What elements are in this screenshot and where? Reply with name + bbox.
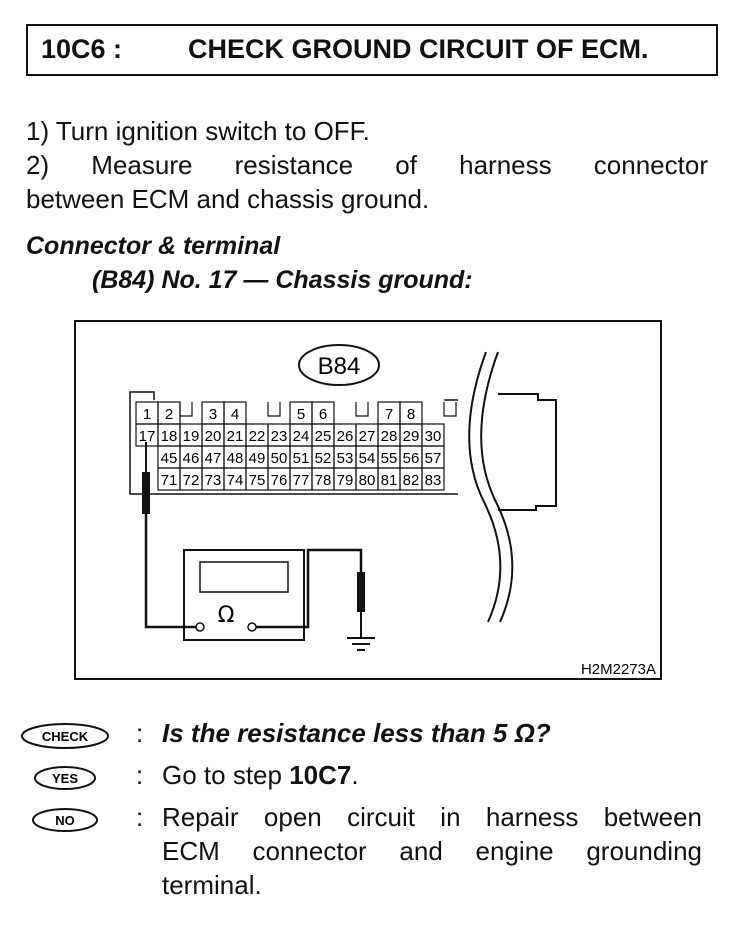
pin-79: 79: [337, 472, 354, 489]
check-badge-label: CHECK: [42, 729, 89, 744]
meter-terminal-left: [195, 622, 205, 632]
break-line-left: [468, 351, 502, 623]
ohm-symbol: Ω: [218, 603, 235, 628]
section-title-box: 10C6 : CHECK GROUND CIRCUIT OF ECM.: [26, 24, 718, 76]
pin-6: 6: [319, 406, 327, 423]
pin-25: 25: [315, 428, 332, 445]
pin-4: 4: [231, 406, 239, 423]
connector-housing: [129, 391, 458, 495]
step-2-line-2: between ECM and chassis ground.: [26, 184, 430, 214]
test-probe-left: [142, 472, 150, 514]
pin-83-cell: [421, 467, 445, 491]
pin-53: 53: [337, 450, 354, 467]
pin-51: 51: [293, 450, 310, 467]
no-badge-label: NO: [55, 813, 75, 828]
pin-54: 54: [359, 450, 376, 467]
pin-17: 17: [139, 428, 156, 445]
connector-notch: [179, 402, 193, 417]
pin-77: 77: [293, 472, 310, 489]
pin-23: 23: [271, 428, 288, 445]
yes-action-prefix: Go to step: [162, 760, 290, 790]
pin-83: 83: [425, 472, 442, 489]
no-action-line-3: terminal.: [162, 870, 262, 900]
section-title: CHECK GROUND CIRCUIT OF ECM.: [188, 34, 649, 64]
no-action-line-1: Repair open circuit in harness between: [162, 802, 702, 832]
pin-49: 49: [249, 450, 266, 467]
yes-badge-label: YES: [52, 771, 78, 786]
step-2-line-1: 2) Measure resistance of harness connect…: [26, 150, 708, 180]
pin-75: 75: [249, 472, 266, 489]
pin-24: 24: [293, 428, 310, 445]
pin-1: 1: [143, 406, 151, 423]
pin-72: 72: [183, 472, 200, 489]
break-line-right: [480, 351, 514, 623]
pin-18: 18: [161, 428, 178, 445]
pin-56: 56: [403, 450, 420, 467]
pin-80: 80: [359, 472, 376, 489]
connector-label-oval: [298, 344, 380, 386]
ohmmeter: [183, 549, 305, 641]
pin-78: 78: [315, 472, 332, 489]
pin-81: 81: [381, 472, 398, 489]
pin-8: 8: [407, 406, 415, 423]
pin-3: 3: [209, 406, 217, 423]
check-colon: :: [136, 718, 144, 748]
meter-terminal-right: [247, 622, 257, 632]
pin-73: 73: [205, 472, 222, 489]
pin-22: 22: [249, 428, 266, 445]
connector-notch: [267, 402, 281, 417]
no-colon: :: [136, 802, 144, 832]
probe-lead-left: [144, 514, 196, 629]
pin-57: 57: [425, 450, 442, 467]
pin-28: 28: [381, 428, 398, 445]
no-action-line-2: ECM connector and engine grounding: [162, 836, 702, 866]
pin-5: 5: [297, 406, 305, 423]
probe-lead-right: [256, 548, 363, 629]
pin-30: 30: [425, 428, 442, 445]
yes-action: Go to step 10C7.: [162, 758, 359, 792]
pin-50: 50: [271, 450, 288, 467]
check-question: Is the resistance less than 5 Ω?: [162, 718, 551, 748]
pin-2: 2: [165, 406, 173, 423]
connector-notch: [355, 402, 369, 417]
pin-82: 82: [403, 472, 420, 489]
connector-notch: [443, 402, 457, 417]
check-badge: CHECK: [21, 723, 109, 749]
pin-7: 7: [385, 406, 393, 423]
pin-19: 19: [183, 428, 200, 445]
connector-heading: Connector & terminal: [26, 232, 281, 260]
section-code: 10C6 :: [41, 34, 123, 64]
pin-52: 52: [315, 450, 332, 467]
pin-71: 71: [161, 472, 178, 489]
pin-55: 55: [381, 450, 398, 467]
yes-colon: :: [136, 760, 144, 790]
connector-label: B84: [318, 353, 361, 380]
pin-47: 47: [205, 450, 222, 467]
figure-code: H2M2273A: [581, 661, 656, 678]
pin-20: 20: [205, 428, 222, 445]
yes-action-step: 10C7: [289, 760, 352, 790]
pin-46: 46: [183, 450, 200, 467]
step-1: 1) Turn ignition switch to OFF.: [26, 116, 370, 146]
pin-21: 21: [227, 428, 244, 445]
pin-76: 76: [271, 472, 288, 489]
pin-27: 27: [359, 428, 376, 445]
pin-48: 48: [227, 450, 244, 467]
yes-badge: YES: [34, 766, 96, 790]
ohmmeter-display: [199, 561, 289, 593]
yes-action-suffix: .: [351, 760, 359, 790]
no-badge: NO: [32, 808, 98, 832]
connector-housing-right: [498, 393, 557, 511]
connector-terminal-spec: (B84) No. 17 — Chassis ground:: [92, 266, 473, 294]
test-probe-right: [357, 572, 365, 612]
pin-29: 29: [403, 428, 420, 445]
connector-body: [129, 391, 458, 495]
pin-45: 45: [161, 450, 178, 467]
pin-74: 74: [227, 472, 244, 489]
pin-26: 26: [337, 428, 354, 445]
